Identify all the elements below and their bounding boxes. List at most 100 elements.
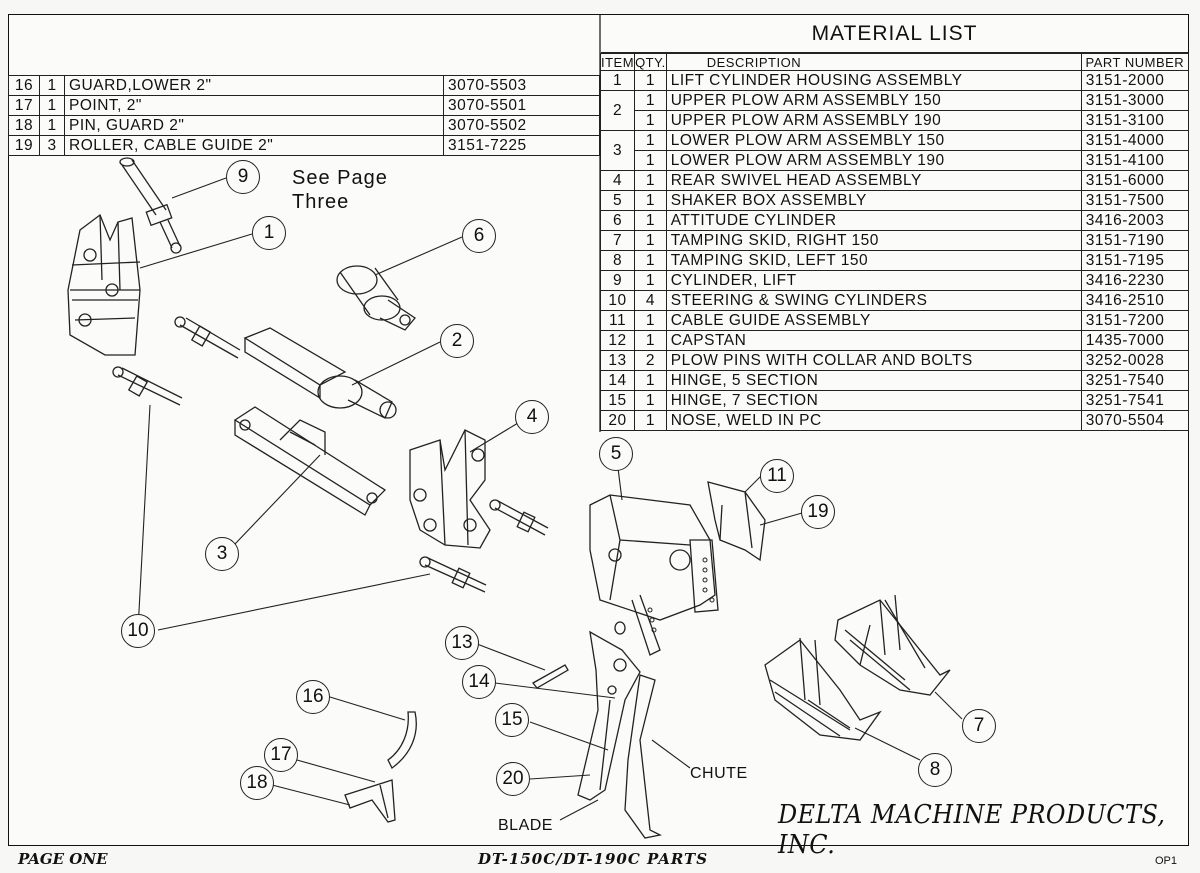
cell-qty: 1 <box>634 210 667 231</box>
left-parts-table: 16 1 GUARD,LOWER 2" 3070-5503 17 1 POINT… <box>8 75 600 156</box>
cell-item: 20 <box>599 410 636 431</box>
cell-qty: 1 <box>634 70 667 91</box>
cell-item: 15 <box>599 390 636 411</box>
cell-part: 3416-2003 <box>1080 210 1190 231</box>
cell-part: 3416-2510 <box>1080 290 1190 311</box>
cell-part: 1435-7000 <box>1080 330 1190 351</box>
cell-qty: 1 <box>634 390 667 411</box>
callout-20: 20 <box>496 762 530 796</box>
cell-part: 3251-7540 <box>1080 370 1190 391</box>
part-5-shaker-box <box>589 494 719 656</box>
callout-6: 6 <box>462 219 496 253</box>
cell-description: LOWER PLOW ARM ASSEMBLY 150 <box>665 130 1082 151</box>
callout-11: 11 <box>760 459 794 493</box>
cell-qty: 2 <box>634 350 667 371</box>
cell-description: TAMPING SKID, RIGHT 150 <box>665 230 1082 251</box>
cell-part: 3070-5504 <box>1080 410 1190 431</box>
cell-item: 5 <box>599 190 636 211</box>
see-page-note: See Page Three <box>292 167 388 213</box>
callout-15: 15 <box>495 703 529 737</box>
cell-item: 8 <box>599 250 636 271</box>
col-header-description: DESCRIPTION <box>665 53 1082 71</box>
table-row: 18 1 PIN, GUARD 2" 3070-5502 <box>8 115 600 136</box>
cell-qty: 1 <box>634 170 667 191</box>
cell-item: 12 <box>599 330 636 351</box>
cell-description: CAPSTAN <box>665 330 1082 351</box>
company-name: DELTA MACHINE PRODUCTS, INC. <box>778 800 1166 860</box>
cell-part: 3151-3100 <box>1080 110 1190 131</box>
callout-9: 9 <box>226 160 260 194</box>
cell-part: 3151-6000 <box>1080 170 1190 191</box>
cell-item: 9 <box>599 270 636 291</box>
cell-part: 3151-3000 <box>1080 90 1190 111</box>
part-6-attitude-cylinder <box>336 265 416 331</box>
cell-part: 3151-4100 <box>1080 150 1190 171</box>
part-4-rear-swivel-head <box>409 429 491 549</box>
cell-description: CYLINDER, LIFT <box>665 270 1082 291</box>
cell-part: 3252-0028 <box>1080 350 1190 371</box>
callout-14: 14 <box>462 665 496 699</box>
cell-item: 1 <box>599 70 636 91</box>
cell-qty: 1 <box>634 410 667 431</box>
cell-description: SHAKER BOX ASSEMBLY <box>665 190 1082 211</box>
part-8-tamping-skid <box>764 637 882 741</box>
cell-description: REAR SWIVEL HEAD ASSEMBLY <box>665 170 1082 191</box>
cell-part: 3151-7200 <box>1080 310 1190 331</box>
parts-13-20-blade-chute <box>532 630 662 839</box>
callout-17: 17 <box>264 738 298 772</box>
callout-13: 13 <box>445 626 479 660</box>
chute-label: CHUTE <box>690 765 748 782</box>
callout-4: 4 <box>515 400 549 434</box>
cell-description: ATTITUDE CYLINDER <box>665 210 1082 231</box>
col-header-qty: QTY. <box>634 53 667 71</box>
part-7-tamping-skid <box>834 594 951 696</box>
blade-label: BLADE <box>498 817 553 834</box>
table-row: 17 1 POINT, 2" 3070-5501 <box>8 95 600 116</box>
cell-description: NOSE, WELD IN PC <box>665 410 1082 431</box>
material-list-title: MATERIAL LIST <box>601 15 1188 53</box>
table-header-row: ITEM QTY. DESCRIPTION PART NUMBER <box>599 53 1190 71</box>
cell-qty: 1 <box>634 270 667 291</box>
page-label: PAGE ONE <box>18 850 108 868</box>
callout-1: 1 <box>252 216 286 250</box>
cell-item: 7 <box>599 230 636 251</box>
cell-description: PLOW PINS WITH COLLAR AND BOLTS <box>665 350 1082 371</box>
cell-description: LOWER PLOW ARM ASSEMBLY 190 <box>665 150 1082 171</box>
col-header-part-number: PART NUMBER <box>1080 53 1190 71</box>
cell-qty: 1 <box>634 370 667 391</box>
cell-description: TAMPING SKID, LEFT 150 <box>665 250 1082 271</box>
callout-16: 16 <box>296 680 330 714</box>
cell-part: 3251-7541 <box>1080 390 1190 411</box>
cell-part: 3416-2230 <box>1080 270 1190 291</box>
cell-qty: 1 <box>634 130 667 151</box>
cell-qty: 1 <box>634 230 667 251</box>
callout-3: 3 <box>205 537 239 571</box>
part-11-cable-guide <box>707 481 766 562</box>
part-2-upper-plow-arm <box>243 327 397 419</box>
cell-description: HINGE, 7 SECTION <box>665 390 1082 411</box>
sheet-code: OP1 <box>1155 855 1178 867</box>
callout-5: 5 <box>599 437 633 471</box>
cell-part: 3151-7195 <box>1080 250 1190 271</box>
callout-7: 7 <box>962 709 996 743</box>
cell-item: 11 <box>599 310 636 331</box>
cell-description: CABLE GUIDE ASSEMBLY <box>665 310 1082 331</box>
cell-item: 13 <box>599 350 636 371</box>
cell-part: 3151-2000 <box>1080 70 1190 91</box>
cell-item: 4 <box>599 170 636 191</box>
parts-16-18-guard-point <box>344 711 417 823</box>
cell-item: 3 <box>599 130 636 171</box>
callout-10: 10 <box>121 614 155 648</box>
